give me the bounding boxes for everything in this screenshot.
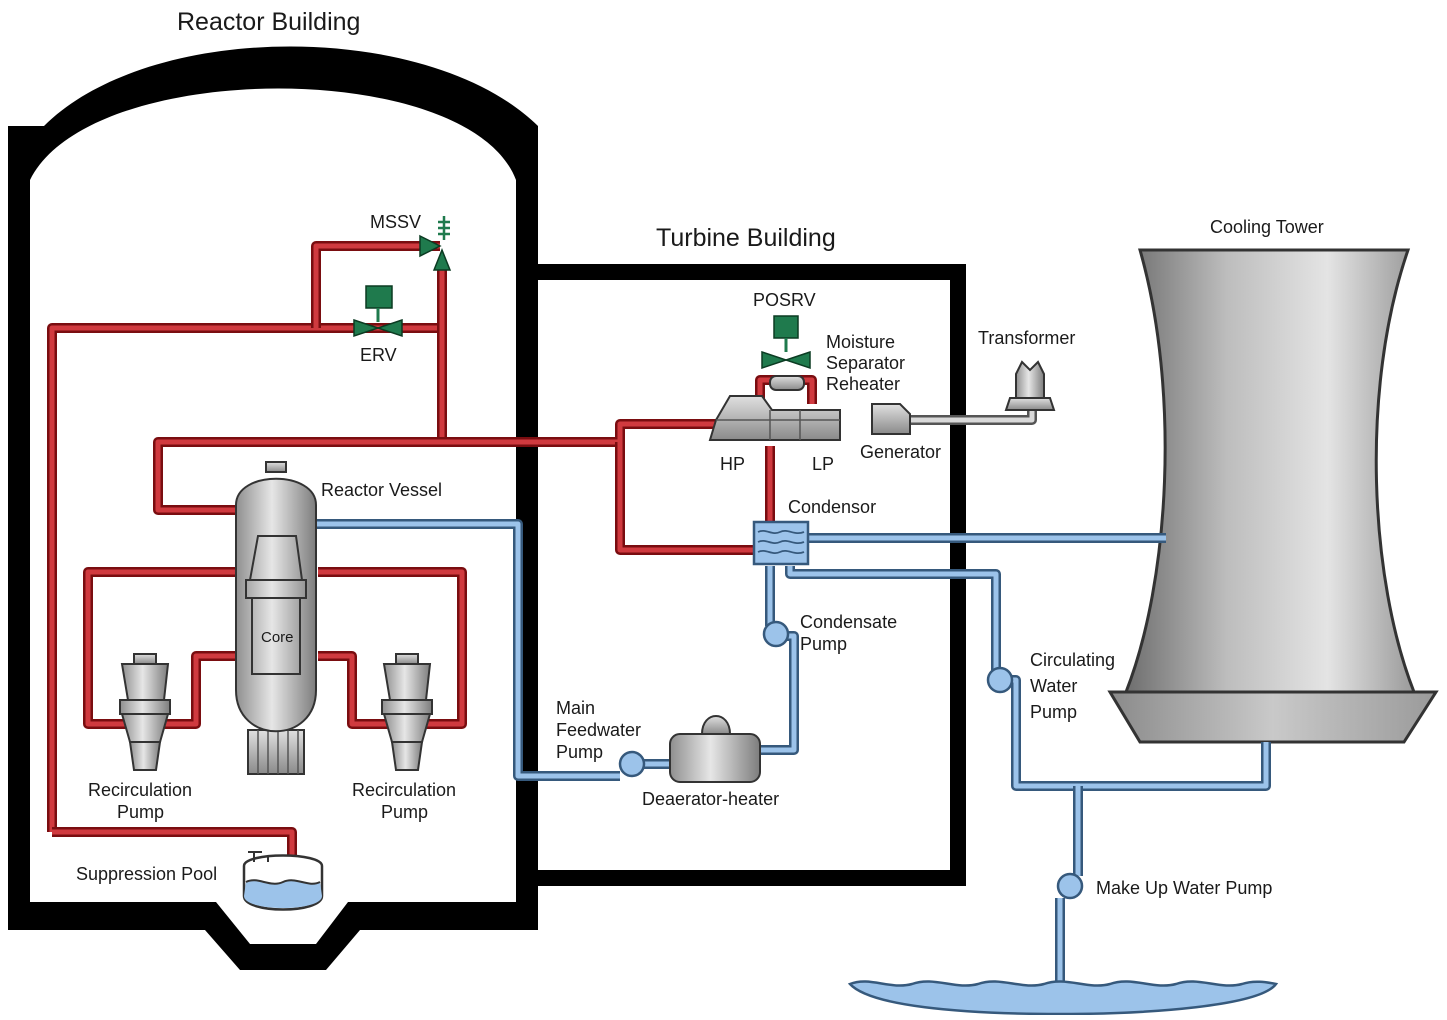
condensate-pump-label-2: Pump bbox=[800, 634, 847, 654]
reactor-building-title: Reactor Building bbox=[177, 8, 360, 36]
cooling-tower-shell bbox=[1123, 248, 1417, 694]
recirculation-pump-right-label-1: Recirculation bbox=[352, 780, 456, 800]
circulating-water-pump-label-3: Pump bbox=[1030, 702, 1077, 722]
lp-label: LP bbox=[812, 454, 834, 474]
recirculation-pump-left[interactable] bbox=[119, 653, 171, 771]
reactor-vessel-label: Reactor Vessel bbox=[321, 480, 442, 500]
transformer-label: Transformer bbox=[978, 328, 1075, 348]
steam-lines bbox=[47, 241, 817, 858]
posrv-label: POSRV bbox=[753, 290, 816, 310]
moisture-separator-reheater-label-2: Separator bbox=[826, 353, 905, 373]
recirculation-pump-right-label-2: Pump bbox=[381, 802, 428, 822]
mssv-label: MSSV bbox=[370, 212, 421, 232]
recirculation-pump-right[interactable] bbox=[381, 653, 433, 771]
erv-valve-icon[interactable] bbox=[353, 285, 403, 338]
turbine-building-title: Turbine Building bbox=[656, 224, 836, 252]
reactor-vessel[interactable] bbox=[235, 461, 317, 775]
condensate-pump-label-1: Condensate bbox=[800, 612, 897, 632]
cooling-tower-title: Cooling Tower bbox=[1210, 217, 1324, 237]
condensor-label: Condensor bbox=[788, 497, 876, 517]
suppression-pool[interactable] bbox=[242, 851, 324, 911]
main-feedwater-pump-icon[interactable] bbox=[618, 750, 646, 778]
hp-label: HP bbox=[720, 454, 745, 474]
make-up-water-pump-icon[interactable] bbox=[1056, 872, 1084, 900]
suppression-pool-label: Suppression Pool bbox=[76, 864, 217, 884]
turbine[interactable] bbox=[708, 375, 841, 441]
cooling-tower-base bbox=[1107, 690, 1439, 744]
transformer[interactable] bbox=[1004, 360, 1056, 411]
recirculation-pump-left-label-1: Recirculation bbox=[88, 780, 192, 800]
posrv-valve-icon[interactable] bbox=[761, 315, 811, 370]
main-feedwater-pump-label-2: Feedwater bbox=[556, 720, 641, 740]
main-feedwater-pump-label-1: Main bbox=[556, 698, 595, 718]
moisture-separator-reheater-label-3: Reheater bbox=[826, 374, 900, 394]
deaerator-heater-label: Deaerator-heater bbox=[642, 789, 779, 809]
water-source bbox=[847, 980, 1279, 1016]
recirculation-pump-left-label-2: Pump bbox=[117, 802, 164, 822]
moisture-separator-reheater-label-1: Moisture bbox=[826, 332, 895, 352]
condensate-pump-icon[interactable] bbox=[762, 620, 790, 648]
mssv-valve-icon[interactable] bbox=[419, 216, 452, 271]
generator-label: Generator bbox=[860, 442, 941, 462]
deaerator-heater[interactable] bbox=[669, 715, 761, 783]
erv-label: ERV bbox=[360, 345, 397, 365]
circulating-water-pump-label-2: Water bbox=[1030, 676, 1077, 696]
circulating-water-pump-icon[interactable] bbox=[986, 666, 1014, 694]
make-up-water-pump-label: Make Up Water Pump bbox=[1096, 878, 1272, 898]
condenser[interactable] bbox=[752, 520, 810, 566]
generator[interactable] bbox=[871, 403, 911, 435]
circulating-water-pump-label-1: Circulating bbox=[1030, 650, 1115, 670]
core-label: Core bbox=[261, 629, 294, 646]
main-feedwater-pump-label-3: Pump bbox=[556, 742, 603, 762]
